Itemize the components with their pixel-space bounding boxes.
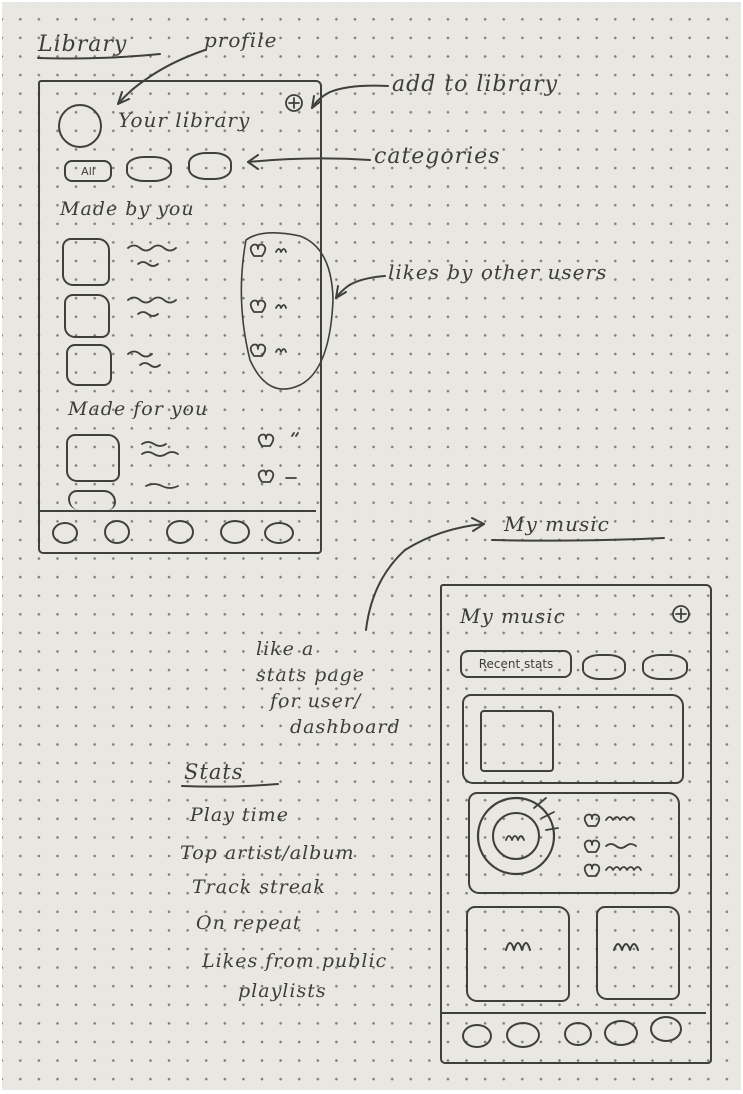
profile-avatar[interactable] [58, 104, 102, 148]
nav-item[interactable] [564, 1022, 592, 1046]
stats-card[interactable] [462, 694, 684, 784]
stats-note-line: like a [256, 638, 315, 660]
nav-item[interactable] [52, 522, 78, 544]
nav-item[interactable] [650, 1016, 682, 1042]
stats-item: Play time [190, 804, 289, 826]
nav-item[interactable] [506, 1022, 540, 1048]
nav-item[interactable] [604, 1020, 638, 1046]
library-phone-frame [38, 80, 322, 554]
made-by-you-heading: Made by you [60, 198, 195, 220]
stats-card-image [480, 710, 554, 772]
stats-tile[interactable] [466, 906, 570, 1002]
nav-item[interactable] [104, 520, 130, 544]
playlist-cover[interactable] [62, 238, 110, 286]
stats-note-line: for user/ [270, 690, 362, 712]
stats-note-line: dashboard [290, 716, 401, 738]
categories-note: categories [374, 144, 501, 169]
add-icon[interactable] [671, 604, 691, 624]
donut-chart [478, 798, 554, 874]
playlist-cover[interactable] [66, 344, 112, 386]
my-music-bottom-nav [442, 1012, 706, 1014]
playlist-cover-partial[interactable] [68, 490, 116, 510]
category-chip-all[interactable]: All [64, 160, 112, 182]
stats-tile[interactable] [596, 906, 680, 1000]
nav-item[interactable] [166, 520, 194, 544]
likes-note: likes by other users [388, 260, 608, 284]
my-music-note-title: My music [504, 512, 610, 536]
nav-item[interactable] [264, 522, 294, 544]
nav-item[interactable] [462, 1024, 492, 1048]
add-to-library-icon[interactable] [284, 93, 304, 113]
donut-stats-card[interactable] [468, 792, 680, 894]
playlist-cover[interactable] [66, 434, 120, 482]
category-chip[interactable] [126, 156, 172, 182]
add-to-library-note: add to library [392, 72, 559, 97]
stats-item: playlists [238, 980, 327, 1002]
stats-item: Likes from public [202, 950, 388, 972]
library-header: Your library [118, 108, 251, 132]
profile-note: profile [204, 28, 278, 52]
made-for-you-heading: Made for you [68, 398, 209, 420]
library-bottom-nav [40, 510, 316, 512]
stats-item: Track streak [192, 876, 326, 898]
stats-title: Stats [184, 760, 244, 784]
category-chip[interactable] [642, 654, 688, 680]
my-music-phone-frame [440, 584, 712, 1064]
nav-item[interactable] [220, 520, 250, 544]
stats-item: Top artist/album [180, 842, 355, 864]
category-chip[interactable] [188, 152, 232, 180]
my-music-header: My music [460, 604, 566, 628]
category-chip[interactable] [582, 654, 626, 680]
stats-item: On repeat [196, 912, 302, 934]
library-title: Library [38, 32, 128, 57]
category-chip-recent-stats[interactable]: Recent stats [460, 650, 572, 678]
playlist-cover[interactable] [64, 294, 110, 338]
stats-note-line: stats page [256, 664, 366, 686]
